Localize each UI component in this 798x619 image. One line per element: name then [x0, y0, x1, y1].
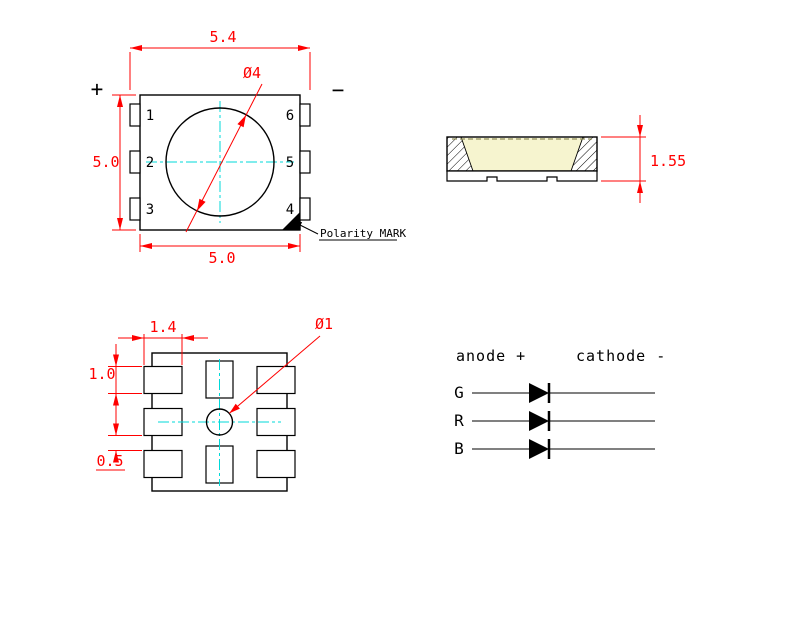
- pin-3-lead: [129, 197, 141, 221]
- center-pad-diameter-label: Ø1: [315, 315, 333, 333]
- base-slab-outline: [446, 170, 598, 182]
- polarity-mark-label: Polarity MARK: [320, 227, 406, 240]
- channel-b-label: B: [454, 439, 464, 458]
- lens-circle: [165, 107, 275, 217]
- dim-height-label: 1.55: [650, 152, 686, 170]
- center-pad-leader: [229, 335, 321, 414]
- solder-pad: [143, 365, 183, 395]
- pin-1-label: 1: [146, 108, 154, 124]
- leader-arrowhead: [292, 220, 303, 228]
- leader-arrowhead: [229, 403, 240, 414]
- side-view: 1.55: [446, 115, 686, 203]
- dim-overall-width-label: 5.4: [209, 28, 236, 46]
- bottom-view: 1.4 1.0 0.5 Ø1: [88, 315, 333, 492]
- diode-symbol: [529, 383, 549, 403]
- dim-pad-height-label: 1.0: [88, 365, 115, 383]
- solder-pad: [256, 449, 296, 479]
- dim-body-width-label: 5.0: [208, 249, 235, 267]
- leader-arrowhead: [237, 115, 246, 128]
- center-pad-circle: [205, 408, 234, 436]
- diode-symbol: [529, 411, 549, 431]
- dim-pad-width-label: 1.4: [149, 318, 176, 336]
- top-view: 5.4 + − Ø4 1 2 3 6 5 4 5.0: [91, 28, 407, 267]
- cathode-label: cathode -: [576, 347, 666, 365]
- anode-label: anode +: [456, 347, 526, 365]
- channel-r-label: R: [454, 411, 464, 430]
- dim-pad-gap-label: 0.5: [96, 452, 123, 470]
- circuit-schematic: anode + cathode - G R B: [454, 347, 666, 459]
- pin-2-lead: [129, 150, 141, 174]
- minus-sign: −: [332, 78, 345, 102]
- solder-pad: [143, 449, 183, 479]
- pin-4-label: 4: [286, 202, 294, 218]
- dim-body-height-label: 5.0: [92, 153, 119, 171]
- solder-pad: [256, 365, 296, 395]
- leader-arrowhead: [197, 198, 206, 211]
- pin-6-lead: [299, 103, 311, 127]
- pin-6-label: 6: [286, 108, 294, 124]
- pin-5-lead: [299, 150, 311, 174]
- phosphor-cavity: [461, 138, 583, 171]
- plus-sign: +: [91, 77, 104, 101]
- diode-symbol: [529, 439, 549, 459]
- lens-diameter-label: Ø4: [243, 64, 261, 82]
- pin-3-label: 3: [146, 202, 154, 218]
- pin-5-label: 5: [286, 155, 294, 171]
- polarity-mark-chamfer: [282, 212, 300, 230]
- pin-1-lead: [129, 103, 141, 127]
- pin-2-label: 2: [146, 155, 154, 171]
- pin-4-lead: [299, 197, 311, 221]
- channel-g-label: G: [454, 383, 464, 402]
